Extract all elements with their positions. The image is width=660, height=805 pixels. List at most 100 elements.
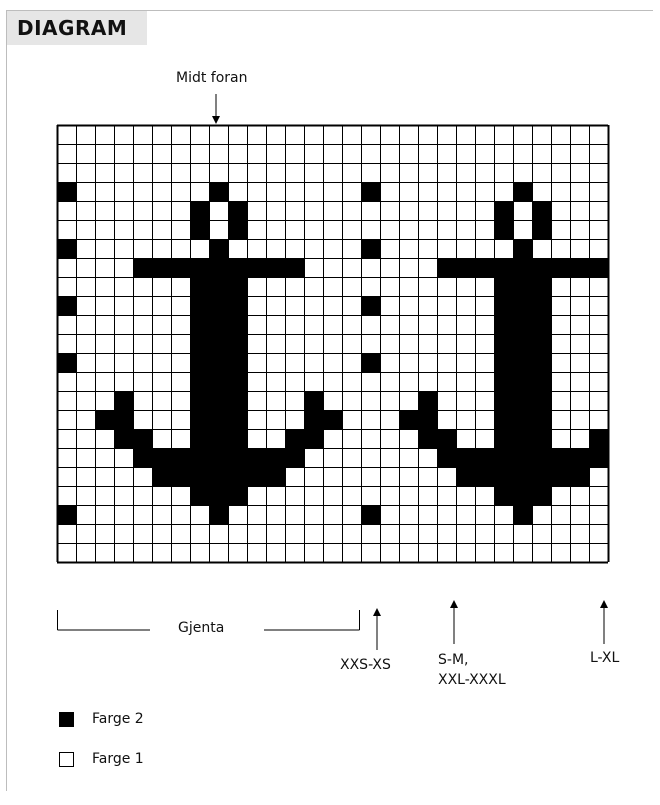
filled-stitch: [171, 467, 190, 486]
filled-stitch: [95, 410, 114, 429]
filled-stitch: [228, 448, 247, 467]
center-front-arrow: [212, 94, 220, 124]
legend-label-color-1: Farge 1: [92, 751, 144, 767]
filled-stitch: [418, 429, 437, 448]
filled-stitch: [190, 467, 209, 486]
filled-stitch: [532, 315, 551, 334]
filled-stitch: [228, 258, 247, 277]
filled-stitch: [532, 296, 551, 315]
filled-stitch: [494, 448, 513, 467]
filled-stitch: [494, 410, 513, 429]
filled-stitch: [304, 391, 323, 410]
filled-stitch: [190, 353, 209, 372]
filled-stitch: [532, 201, 551, 220]
filled-stitch: [228, 467, 247, 486]
filled-stitch: [247, 258, 266, 277]
filled-stitch: [209, 505, 228, 524]
filled-stitch: [532, 448, 551, 467]
filled-stitch: [361, 353, 380, 372]
filled-stitch: [171, 448, 190, 467]
filled-stitch: [513, 391, 532, 410]
filled-stitch: [114, 410, 133, 429]
filled-stitch: [209, 277, 228, 296]
filled-stitch: [361, 239, 380, 258]
filled-stitch: [190, 258, 209, 277]
filled-stitch: [266, 467, 285, 486]
filled-stitch: [532, 220, 551, 239]
filled-stitch: [209, 448, 228, 467]
filled-stitch: [532, 334, 551, 353]
filled-stitch: [513, 505, 532, 524]
filled-stitch: [494, 391, 513, 410]
filled-stitch: [513, 448, 532, 467]
filled-stitch: [570, 448, 589, 467]
filled-stitch: [437, 429, 456, 448]
filled-stitch: [532, 258, 551, 277]
filled-stitch: [513, 353, 532, 372]
filled-stitch: [513, 258, 532, 277]
filled-stitch: [361, 505, 380, 524]
size-arrow-l-xl: [600, 600, 608, 644]
filled-stitch: [589, 258, 608, 277]
filled-stitch: [513, 429, 532, 448]
filled-stitch: [494, 429, 513, 448]
filled-stitch: [266, 258, 285, 277]
filled-stitch: [190, 315, 209, 334]
filled-stitch: [190, 201, 209, 220]
filled-stitch: [532, 486, 551, 505]
filled-stitch: [494, 277, 513, 296]
filled-stitch: [133, 429, 152, 448]
filled-stitch: [494, 315, 513, 334]
filled-stitch: [551, 467, 570, 486]
filled-stitch: [209, 182, 228, 201]
filled-stitch: [133, 448, 152, 467]
filled-stitch: [494, 201, 513, 220]
filled-stitch: [190, 486, 209, 505]
filled-stitch: [551, 258, 570, 277]
filled-stitch: [152, 448, 171, 467]
filled-stitch: [513, 296, 532, 315]
legend-swatch-color-1: [59, 752, 74, 767]
filled-stitch: [513, 372, 532, 391]
size-arrow-s-m: [450, 600, 458, 644]
filled-stitch: [190, 296, 209, 315]
filled-stitch: [209, 315, 228, 334]
filled-stitch: [513, 182, 532, 201]
filled-stitch: [133, 258, 152, 277]
filled-stitch: [551, 448, 570, 467]
filled-stitch: [532, 410, 551, 429]
filled-stitch: [418, 391, 437, 410]
filled-stitch: [513, 486, 532, 505]
filled-stitch: [494, 296, 513, 315]
filled-stitch: [570, 258, 589, 277]
filled-stitch: [209, 410, 228, 429]
filled-stitch: [285, 429, 304, 448]
filled-stitch: [304, 410, 323, 429]
filled-stitch: [209, 239, 228, 258]
filled-stitch: [228, 353, 247, 372]
filled-stitch: [456, 258, 475, 277]
filled-stitch: [266, 448, 285, 467]
filled-stitch: [228, 391, 247, 410]
filled-stitch: [190, 334, 209, 353]
filled-stitch: [456, 448, 475, 467]
filled-stitch: [247, 467, 266, 486]
filled-stitch: [209, 429, 228, 448]
filled-stitch: [494, 258, 513, 277]
filled-stitch: [57, 296, 76, 315]
filled-stitch: [114, 429, 133, 448]
filled-stitch: [57, 505, 76, 524]
filled-stitch: [228, 429, 247, 448]
filled-stitch: [570, 467, 589, 486]
size-arrow-xxs-xs: [373, 608, 381, 650]
filled-stitch: [190, 410, 209, 429]
filled-stitch: [57, 182, 76, 201]
filled-stitch: [494, 467, 513, 486]
filled-stitch: [247, 448, 266, 467]
filled-stitch: [399, 410, 418, 429]
legend-label-color-2: Farge 2: [92, 711, 144, 727]
filled-stitch: [190, 429, 209, 448]
filled-stitch: [57, 353, 76, 372]
filled-stitch: [513, 410, 532, 429]
